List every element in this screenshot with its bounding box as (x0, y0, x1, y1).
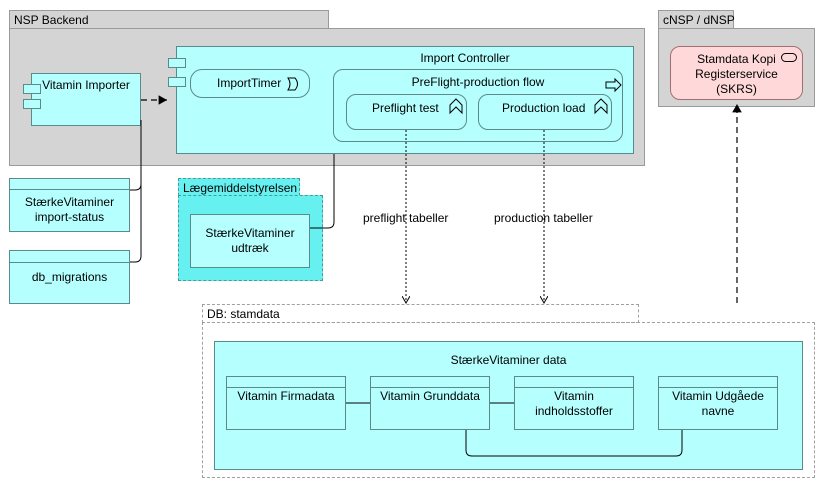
vitamin-importer-label: Vitamin Importer (42, 78, 130, 92)
db-migrations-label: db_migrations (31, 269, 108, 284)
vitamin-udgaede-table[interactable]: Vitamin Udgåede navne (658, 376, 778, 430)
db-stamdata-group[interactable] (202, 322, 815, 478)
nsp-backend-label: NSP Backend (14, 13, 89, 27)
table-header-line (658, 387, 778, 388)
production-load-function[interactable]: Production load (478, 94, 612, 130)
vitamin-firmadata-label: Vitamin Firmadata (237, 389, 335, 403)
import-timer-event[interactable]: ImportTimer (190, 69, 310, 98)
component-tab-icon (168, 77, 186, 87)
laegemiddelstyrelsen-label: Lægemiddelstyrelsen (183, 181, 298, 195)
vitamin-udgaede-label: Vitamin Udgåede navne (672, 389, 764, 418)
component-tab-icon (23, 99, 41, 109)
artifact-header-line (9, 189, 130, 190)
staerke-udtraek-artifact[interactable]: StærkeVitaminer udtræk (190, 214, 310, 268)
grunddata-udgaede-edge (465, 430, 683, 457)
importer-to-status-edge (130, 120, 142, 191)
import-timer-label: ImportTimer (217, 76, 282, 90)
preflight-test-label: Preflight test (372, 101, 439, 115)
preflight-production-flow-label: PreFlight-production flow (411, 75, 545, 89)
flow-arrow-icon (605, 77, 622, 93)
db-migrations-artifact[interactable]: db_migrations (9, 250, 130, 304)
import-status-artifact[interactable]: StærkeVitaminer import-status (9, 178, 130, 232)
import-status-label: StærkeVitaminer import-status (24, 195, 115, 224)
vitamin-firmadata-table[interactable]: Vitamin Firmadata (226, 376, 346, 430)
import-controller-label: Import Controller (420, 51, 510, 65)
importer-to-migrations-edge (130, 126, 142, 263)
component-tab-icon (23, 84, 41, 94)
component-tab-icon (168, 58, 186, 68)
vitamin-indholdsstoffer-label: Vitamin indholdsstoffer (535, 389, 613, 418)
table-header-line (226, 387, 346, 388)
event-icon (287, 77, 298, 91)
artifact-header-line (9, 262, 130, 263)
function-icon (449, 98, 463, 115)
vitamin-importer-component[interactable]: Vitamin Importer (31, 73, 141, 126)
table-header-line (370, 387, 490, 388)
staerke-data-label: StærkeVitaminer data (450, 353, 567, 367)
controller-to-udtraek-edge (310, 154, 335, 229)
vitamin-grunddata-label: Vitamin Grunddata (380, 389, 480, 403)
laegemiddelstyrelsen-tab: Lægemiddelstyrelsen (178, 178, 300, 196)
production-load-label: Production load (502, 101, 586, 115)
vitamin-grunddata-table[interactable]: Vitamin Grunddata (370, 376, 490, 430)
stamdata-kopi-service[interactable]: Stamdata Kopi Registerservice (SKRS) (670, 46, 803, 100)
staerke-udtraek-label: StærkeVitaminer udtræk (205, 226, 295, 255)
preflight-test-function[interactable]: Preflight test (346, 94, 467, 130)
table-header-line (514, 387, 634, 388)
service-icon (781, 53, 797, 62)
cnsp-dnsp-label: cNSP / dNSP (663, 13, 735, 27)
db-stamdata-label: DB: stamdata (207, 307, 280, 321)
function-icon (594, 98, 608, 115)
vitamin-indholdsstoffer-table[interactable]: Vitamin indholdsstoffer (514, 376, 634, 430)
cnsp-dnsp-tab: cNSP / dNSP (658, 10, 735, 29)
production-tabeller-label: production tabeller (494, 211, 593, 225)
stamdata-kopi-label: Stamdata Kopi Registerservice (SKRS) (695, 51, 778, 96)
